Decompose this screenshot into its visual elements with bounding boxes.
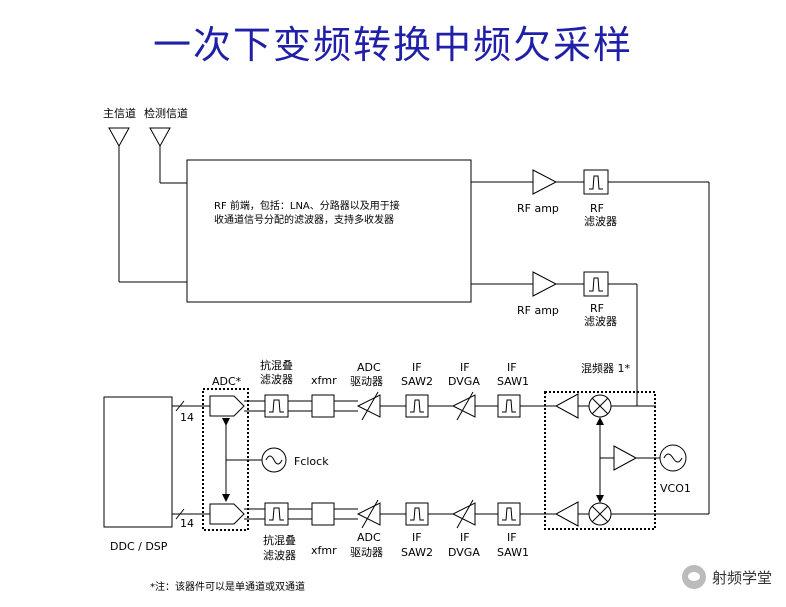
mixer-upper-icon — [588, 394, 612, 418]
rf-amp-lower-icon — [532, 271, 558, 297]
main-antenna-label: 主信道 — [103, 106, 136, 120]
aa-filter-lower-icon — [264, 502, 289, 526]
rf-amp-upper-label: RF amp — [517, 202, 559, 215]
adc-upper-icon — [209, 395, 245, 417]
adc-driver-upper-label1: ADC — [357, 361, 381, 374]
mixer-label: 混频器 1* — [581, 361, 630, 375]
if-dvga-upper-label2: DVGA — [448, 375, 480, 388]
adc-group-box — [202, 388, 249, 531]
if-saw1-lower-label1: IF — [507, 531, 517, 544]
detect-antenna-label: 检测信道 — [144, 106, 188, 120]
rf-frontend-line1: RF 前端，包括：LNA、分路器以及用于接 — [214, 199, 400, 212]
if-saw2-lower-icon — [405, 502, 429, 526]
rf-filter-upper-label1: RF — [590, 202, 604, 215]
if-dvga-upper-icon — [451, 391, 476, 421]
aa-filter-lower-label2: 滤波器 — [263, 549, 296, 562]
adc-driver-lower-icon — [356, 499, 381, 529]
rf-amp-lower-label: RF amp — [517, 304, 559, 317]
rf-filter-lower-label2: 滤波器 — [584, 315, 617, 328]
fclock-label: Fclock — [294, 455, 329, 468]
if-dvga-lower-icon — [451, 499, 476, 529]
rf-amp-upper-icon — [532, 169, 558, 195]
adc-driver-upper-label2: 驱动器 — [350, 375, 383, 388]
rf-frontend-box — [186, 159, 472, 303]
adc-driver-lower-label2: 驱动器 — [350, 546, 383, 559]
if-saw2-upper-label2: SAW2 — [401, 375, 433, 388]
aa-filter-upper-icon — [264, 394, 289, 418]
rf-filter-lower-label1: RF — [590, 302, 604, 315]
rf-filter-upper-label2: 滤波器 — [584, 215, 617, 228]
bus-width-upper: 14 — [180, 411, 194, 424]
vco-icon — [659, 444, 687, 472]
watermark-text: 射频学堂 — [711, 568, 772, 587]
rf-filter-lower-icon — [583, 271, 609, 297]
if-saw2-upper-icon — [405, 394, 429, 418]
watermark: 射频学堂 — [681, 565, 772, 589]
detect-antenna-icon — [149, 127, 187, 184]
adc-label: ADC* — [212, 375, 242, 388]
lo-buffer-icon — [613, 445, 638, 471]
aa-filter-upper-label1: 抗混叠 — [260, 358, 293, 372]
mixer-group-box — [544, 391, 656, 530]
xfmr-upper-label: xfmr — [311, 374, 337, 387]
if-dvga-lower-label2: DVGA — [448, 546, 480, 559]
mixer-lower-icon — [588, 502, 612, 526]
if-saw1-upper-icon — [497, 394, 521, 418]
fclock-icon — [261, 447, 287, 473]
if-dvga-upper-label1: IF — [460, 361, 470, 374]
vco-label: VCO1 — [660, 482, 691, 495]
mixer-amp-upper-icon — [554, 393, 579, 419]
adc-driver-upper-icon — [356, 391, 381, 421]
xfmr-lower-label: xfmr — [311, 544, 337, 557]
adc-lower-icon — [209, 503, 245, 525]
xfmr-lower-icon — [311, 502, 335, 526]
bus-width-lower: 14 — [180, 517, 194, 530]
aa-filter-upper-label2: 滤波器 — [260, 373, 293, 386]
mixer-amp-lower-icon — [554, 501, 579, 527]
if-saw2-lower-label2: SAW2 — [401, 546, 433, 559]
dsp-label: DDC / DSP — [110, 540, 168, 553]
xfmr-upper-icon — [311, 394, 335, 418]
dsp-box — [103, 396, 173, 528]
footnote: *注：该器件可以是单通道或双通道 — [150, 580, 305, 593]
rf-frontend-line2: 收通道信号分配的滤波器，支持多收发器 — [214, 213, 394, 226]
main-antenna-icon — [108, 127, 187, 283]
if-saw1-lower-icon — [497, 502, 521, 526]
wechat-logo-icon — [681, 565, 706, 589]
if-dvga-lower-label1: IF — [460, 531, 470, 544]
adc-driver-lower-label1: ADC — [357, 531, 381, 544]
if-saw1-lower-label2: SAW1 — [497, 546, 529, 559]
if-saw2-lower-label1: IF — [412, 531, 422, 544]
aa-filter-lower-label1: 抗混叠 — [263, 533, 296, 547]
page-title: 一次下变频转换中频欠采样 — [152, 23, 633, 67]
if-saw2-upper-label1: IF — [412, 361, 422, 374]
if-saw1-upper-label1: IF — [507, 361, 517, 374]
if-saw1-upper-label2: SAW1 — [497, 375, 529, 388]
rf-filter-upper-icon — [583, 169, 609, 195]
